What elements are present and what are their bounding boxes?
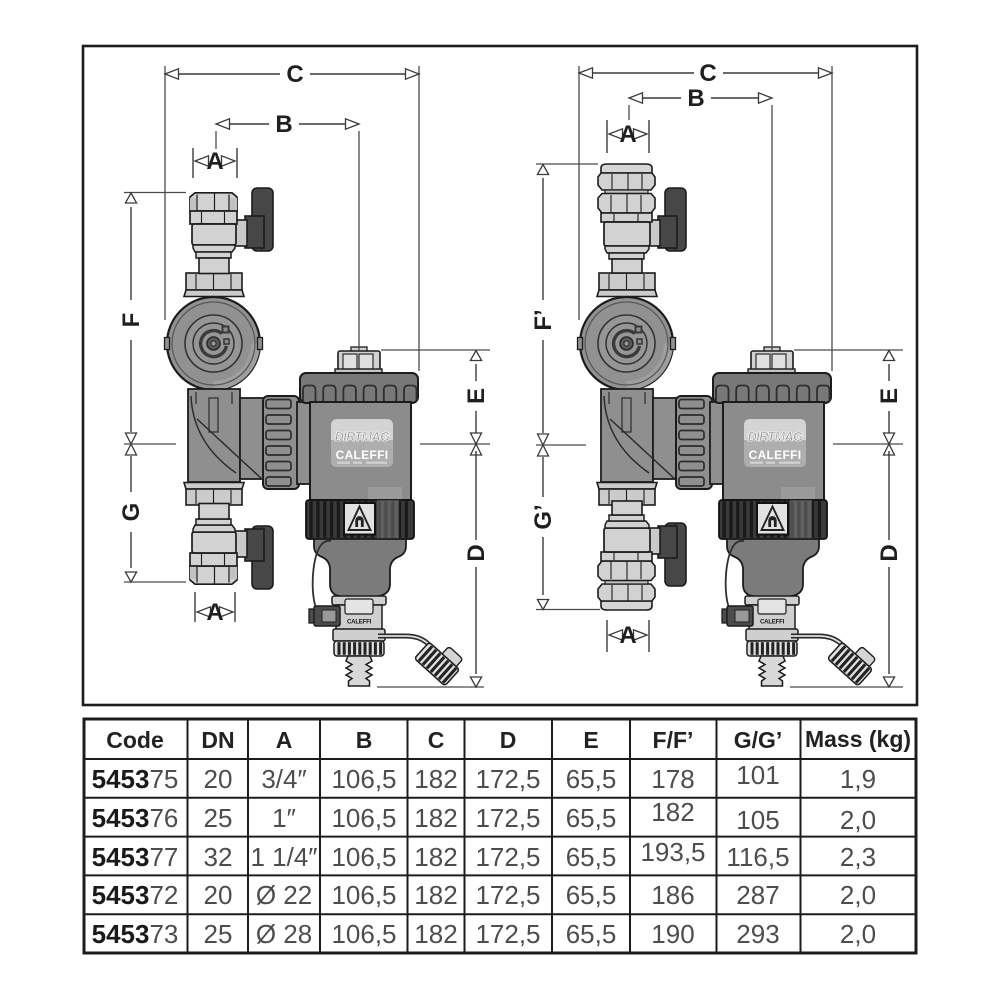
svg-text:DN: DN <box>201 727 234 753</box>
svg-text:25: 25 <box>204 803 233 833</box>
svg-text:101: 101 <box>736 760 779 790</box>
svg-text:Ø 28: Ø 28 <box>256 919 312 949</box>
svg-text:172,5: 172,5 <box>475 919 540 949</box>
svg-text:2,0: 2,0 <box>840 880 876 910</box>
svg-text:G/G’: G/G’ <box>734 727 783 753</box>
svg-text:545376: 545376 <box>92 803 179 833</box>
svg-text:C: C <box>699 60 716 87</box>
svg-text:190: 190 <box>651 919 694 949</box>
svg-text:116,5: 116,5 <box>726 842 789 872</box>
svg-text:E: E <box>583 727 598 753</box>
svg-text:A: A <box>276 727 293 753</box>
svg-text:106,5: 106,5 <box>331 842 396 872</box>
svg-text:172,5: 172,5 <box>475 880 540 910</box>
svg-text:105: 105 <box>736 805 779 835</box>
svg-text:D: D <box>463 544 490 561</box>
svg-text:293: 293 <box>736 919 779 949</box>
svg-text:Ø 22: Ø 22 <box>256 880 312 910</box>
svg-text:545377: 545377 <box>92 842 179 872</box>
svg-text:106,5: 106,5 <box>331 764 396 794</box>
svg-text:A: A <box>206 599 223 626</box>
svg-text:182: 182 <box>414 803 457 833</box>
svg-text:172,5: 172,5 <box>475 764 540 794</box>
svg-text:65,5: 65,5 <box>566 880 617 910</box>
svg-text:E: E <box>876 388 903 404</box>
svg-text:545373: 545373 <box>92 919 179 949</box>
svg-text:3/4″: 3/4″ <box>261 764 306 794</box>
svg-text:A: A <box>206 148 223 175</box>
svg-text:182: 182 <box>651 797 694 827</box>
svg-text:182: 182 <box>414 919 457 949</box>
svg-text:G: G <box>118 503 145 522</box>
svg-text:178: 178 <box>651 764 694 794</box>
svg-text:65,5: 65,5 <box>566 842 617 872</box>
svg-text:F: F <box>118 313 145 328</box>
svg-text:287: 287 <box>736 880 779 910</box>
svg-text:1″: 1″ <box>272 803 296 833</box>
svg-text:545375: 545375 <box>92 764 179 794</box>
svg-text:1,9: 1,9 <box>840 764 876 794</box>
svg-text:32: 32 <box>204 842 233 872</box>
svg-text:65,5: 65,5 <box>566 803 617 833</box>
svg-text:193,5: 193,5 <box>640 837 705 867</box>
svg-text:20: 20 <box>204 880 233 910</box>
svg-text:A: A <box>619 121 636 148</box>
svg-text:65,5: 65,5 <box>566 764 617 794</box>
svg-text:2,3: 2,3 <box>840 842 876 872</box>
svg-text:1 1/4″: 1 1/4″ <box>250 842 317 872</box>
svg-text:186: 186 <box>651 880 694 910</box>
svg-text:106,5: 106,5 <box>331 803 396 833</box>
svg-text:182: 182 <box>414 764 457 794</box>
svg-text:182: 182 <box>414 880 457 910</box>
svg-text:106,5: 106,5 <box>331 919 396 949</box>
svg-text:B: B <box>356 727 373 753</box>
svg-text:106,5: 106,5 <box>331 880 396 910</box>
svg-text:25: 25 <box>204 919 233 949</box>
svg-text:B: B <box>275 111 292 138</box>
svg-text:2,0: 2,0 <box>840 919 876 949</box>
svg-text:D: D <box>500 727 517 753</box>
svg-text:545372: 545372 <box>92 880 179 910</box>
svg-text:G’: G’ <box>530 504 557 529</box>
svg-text:A: A <box>619 622 636 649</box>
svg-text:B: B <box>687 85 704 112</box>
svg-text:65,5: 65,5 <box>566 919 617 949</box>
svg-text:C: C <box>286 61 303 88</box>
svg-text:C: C <box>428 727 445 753</box>
svg-text:182: 182 <box>414 842 457 872</box>
svg-text:2,0: 2,0 <box>840 805 876 835</box>
svg-text:20: 20 <box>204 764 233 794</box>
svg-text:E: E <box>463 388 490 404</box>
svg-text:F/F’: F/F’ <box>653 727 694 753</box>
svg-text:Code: Code <box>106 727 164 753</box>
svg-text:F’: F’ <box>530 309 557 330</box>
svg-text:172,5: 172,5 <box>475 803 540 833</box>
svg-text:Mass (kg): Mass (kg) <box>805 726 911 752</box>
svg-text:172,5: 172,5 <box>475 842 540 872</box>
svg-text:D: D <box>876 544 903 561</box>
